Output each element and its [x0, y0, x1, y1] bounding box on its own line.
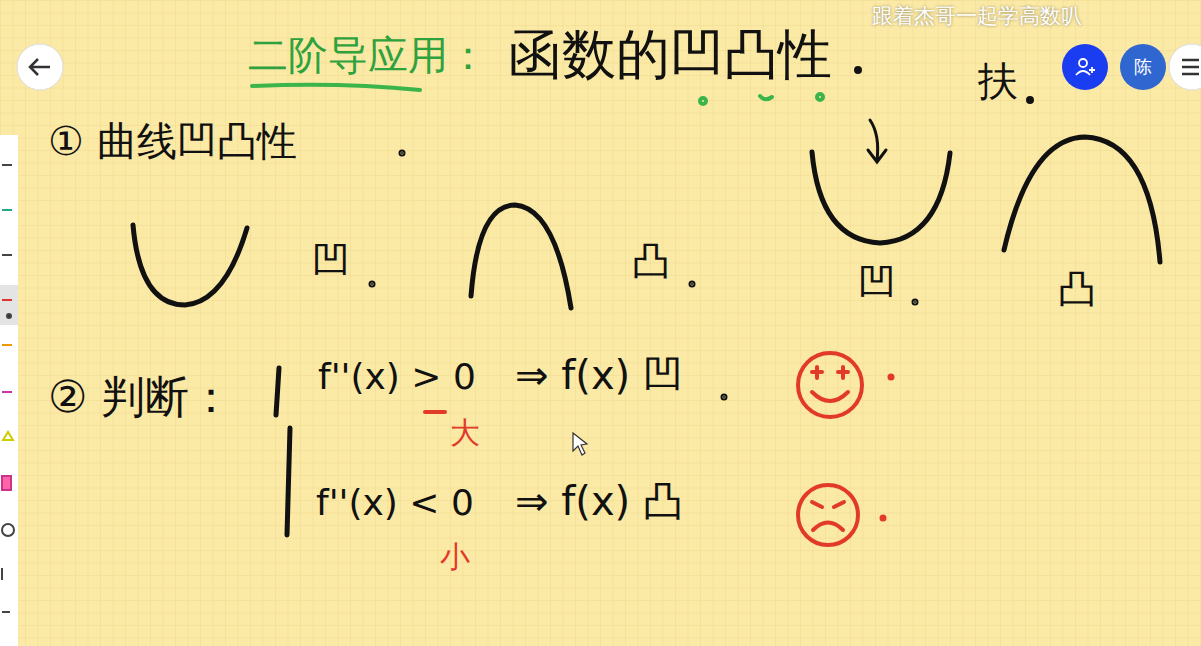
- green-marks: [252, 85, 823, 104]
- watermark: 跟着杰哥一起学高数叭: [872, 4, 1082, 28]
- conclusion: ⇒ f(x) 凹: [515, 352, 683, 398]
- formula: f''(x) < 0: [316, 482, 474, 523]
- toolbar: [0, 135, 18, 646]
- red-note: 小: [440, 540, 470, 575]
- mouse-cursor: [573, 433, 587, 455]
- toolbar-icons: [0, 165, 18, 612]
- curve-label: 凹: [312, 240, 350, 284]
- curve-label: 凸: [632, 240, 670, 284]
- add-user-icon: [1076, 59, 1095, 75]
- back-arrow: [30, 59, 50, 75]
- back-button: [17, 44, 63, 90]
- avatar-initial: 陈: [1134, 55, 1152, 79]
- conclusion: ⇒ f(x) 凸: [515, 478, 683, 524]
- menu-button: [1169, 44, 1201, 90]
- subheading: ② 判断：: [48, 372, 233, 423]
- subheading: ① 曲线凹凸性: [48, 118, 297, 164]
- curve-label: 凹: [858, 262, 896, 306]
- curve-label: 凸: [1058, 268, 1096, 312]
- section-heading: 二阶导应用：: [248, 32, 488, 78]
- formula: f''(x) > 0: [318, 356, 476, 397]
- page-title: 函数的凹凸性: [508, 24, 832, 86]
- add-user-button: [1062, 44, 1108, 90]
- note-word: 扶: [978, 58, 1018, 104]
- avatar-circle: 陈: [1120, 44, 1166, 90]
- red-marks: [425, 353, 893, 545]
- menu-icon: [1182, 60, 1199, 74]
- red-note: 大: [450, 416, 480, 451]
